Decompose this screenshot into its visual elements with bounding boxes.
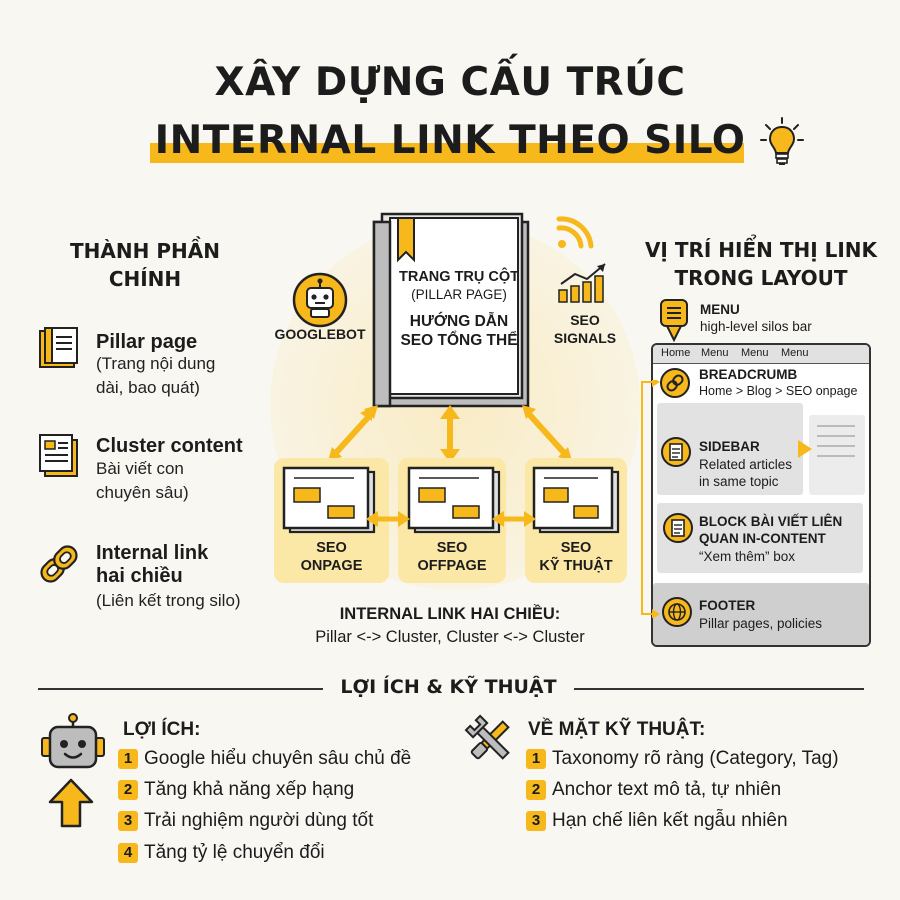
breadcrumb-path: Home > Blog > SEO onpage: [699, 384, 858, 398]
cluster-arrow-1: [366, 511, 410, 527]
sidebar-arrow-icon: [798, 440, 812, 458]
benefit-text-3: Trải nghiệm người dùng tốt: [144, 810, 374, 831]
block-desc: “Xem thêm” box: [699, 549, 796, 564]
sidebar-document-icon: [661, 437, 691, 467]
benefits-heading: LỢI ÍCH:: [123, 719, 201, 740]
breadcrumb-chain-icon: [660, 368, 690, 398]
divider-left: [38, 688, 323, 690]
footer-desc: Pillar pages, policies: [699, 616, 823, 631]
wrench-screwdriver-icon: [464, 714, 510, 760]
sidebar-title: SIDEBAR: [699, 439, 760, 454]
breadcrumb-title: BREADCRUMB: [699, 367, 798, 382]
benefits-section-heading: LỢI ÍCH & KỸ THUẬT: [340, 676, 557, 698]
cluster-content-desc-2: chuyên sâu): [96, 483, 189, 502]
technical-heading: VỀ MẶT KỸ THUẬT:: [528, 719, 706, 740]
title-highlight: [150, 143, 744, 163]
nav-bar: Home Menu Menu Menu: [653, 345, 869, 364]
pillar-page-desc-1: (Trang nội dung: [96, 354, 216, 373]
benefit-number-4: 4: [118, 843, 138, 863]
sidebar-column: [809, 415, 865, 495]
googlebot-icon: [292, 272, 348, 328]
pillar-page-title: Pillar page: [96, 331, 198, 353]
seo-signals-label: SEO SIGNALS: [553, 312, 617, 346]
document-icon: [39, 434, 78, 477]
chain-link-icon: [40, 545, 78, 583]
technical-text-2: Anchor text mô tả, tự nhiên: [552, 779, 782, 800]
cluster-offpage-document-icon: [407, 466, 501, 534]
technical-text-3: Hạn chế liên kết ngẫu nhiên: [552, 810, 788, 831]
nav-item-menu-1[interactable]: Menu: [701, 347, 729, 359]
pillar-cluster-arrows: [328, 405, 572, 463]
pillar-page-book-icon: [372, 212, 530, 408]
title-line-2: INTERNAL LINK THEO SILO: [154, 118, 746, 163]
seo-signals-icon: [556, 216, 606, 303]
title-line-1: XÂY DỰNG CẤU TRÚC: [214, 60, 686, 105]
divider-right: [574, 688, 864, 690]
cluster-content-title: Cluster content: [96, 435, 243, 457]
internal-link-desc: (Liên kết trong silo): [96, 591, 241, 610]
block-title-1: BLOCK BÀI VIẾT LIÊN: [699, 514, 843, 529]
diagram-caption-title: INTERNAL LINK HAI CHIỀU:: [339, 605, 561, 623]
in-content-block: [657, 503, 863, 573]
menu-title: MENU: [700, 302, 740, 317]
layout-heading: VỊ TRÍ HIỂN THỊ LINK TRONG LAYOUT: [644, 238, 878, 290]
cluster-technical-document-icon: [532, 466, 620, 534]
block-title-2: QUAN IN-CONTENT: [699, 531, 826, 546]
googlebot-label: GOOGLEBOT: [274, 326, 366, 342]
footer-title: FOOTER: [699, 598, 756, 613]
sidebar-desc-2: in same topic: [699, 474, 779, 489]
layout-connector-line: [641, 380, 660, 618]
benefit-text-1: Google hiểu chuyên sâu chủ đề: [144, 748, 412, 769]
benefit-number-1: 1: [118, 749, 138, 769]
footer-globe-icon: [662, 597, 692, 627]
layout-browser-window: Home Menu Menu Menu: [651, 343, 871, 647]
benefit-text-2: Tăng khả năng xếp hạng: [144, 779, 355, 800]
technical-number-1: 1: [526, 749, 546, 769]
cluster-arrow-2: [492, 511, 536, 527]
benefit-number-2: 2: [118, 780, 138, 800]
nav-item-menu-2[interactable]: Menu: [741, 347, 769, 359]
diagram-caption-text: Pillar <-> Cluster, Cluster <-> Cluster: [315, 628, 585, 646]
menu-pin-icon: [660, 299, 688, 343]
technical-text-1: Taxonomy rõ ràng (Category, Tag): [552, 748, 839, 769]
book-icon: [39, 327, 78, 368]
cluster-onpage-document-icon: [282, 466, 376, 534]
benefit-text-4: Tăng tỷ lệ chuyển đổi: [144, 842, 325, 863]
benefit-number-3: 3: [118, 811, 138, 831]
pillar-page-label: TRANG TRỤ CỘT (PILLAR PAGE) HƯỚNG DẪN SE…: [398, 269, 519, 349]
up-arrow-icon: [48, 778, 94, 828]
components-heading: THÀNH PHẦN CHÍNH: [70, 239, 220, 291]
robot-icon: [41, 713, 105, 769]
block-document-icon: [663, 513, 693, 543]
nav-item-menu-3[interactable]: Menu: [781, 347, 809, 359]
nav-item-home[interactable]: Home: [661, 347, 691, 359]
cluster-content-desc-1: Bài viết con: [96, 459, 184, 478]
lightbulb-icon: [760, 117, 804, 165]
sidebar-desc-1: Related articles: [699, 457, 793, 472]
menu-desc: high-level silos bar: [700, 319, 812, 334]
technical-number-2: 2: [526, 780, 546, 800]
internal-link-title-1: Internal link: [96, 542, 209, 564]
internal-link-title-2: hai chiều: [96, 565, 183, 587]
technical-number-3: 3: [526, 811, 546, 831]
pillar-page-desc-2: dài, bao quát): [96, 378, 200, 397]
